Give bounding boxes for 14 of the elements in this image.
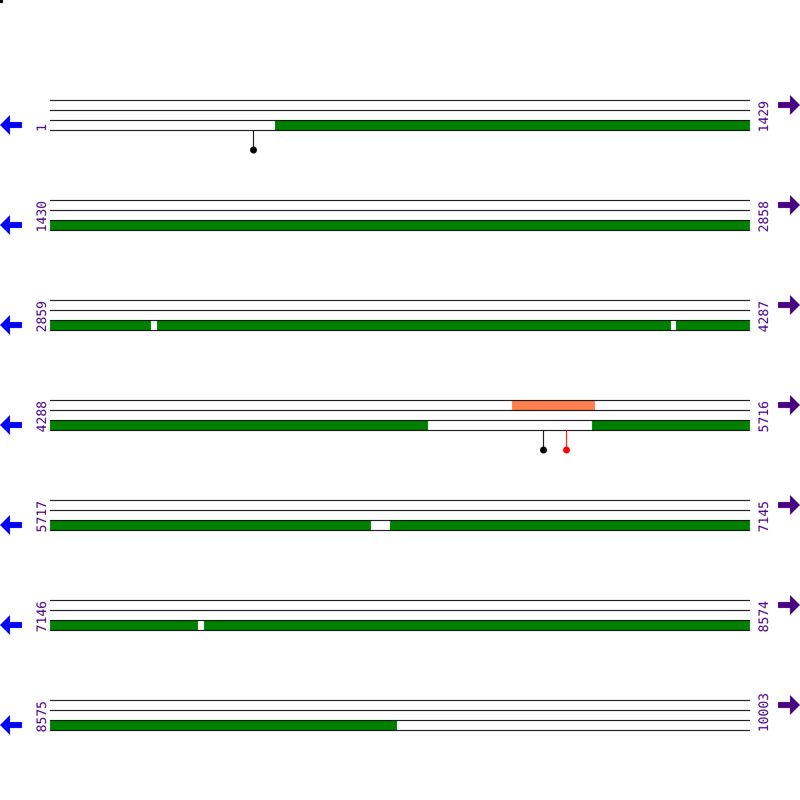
position-number: 1430 <box>36 200 49 232</box>
position-number: 7146 <box>36 600 49 632</box>
position-number: 1429 <box>758 100 771 132</box>
position-number: 8575 <box>36 700 49 732</box>
position-number: 5717 <box>36 500 49 532</box>
position-number: 2859 <box>36 300 49 332</box>
position-number: 4287 <box>758 300 771 332</box>
position-number: 8574 <box>758 600 771 632</box>
position-number: 5716 <box>758 400 771 432</box>
position-number: 10003 <box>758 692 771 732</box>
position-number: 2858 <box>758 200 771 232</box>
position-number: 4288 <box>36 400 49 432</box>
position-number: 1 <box>36 124 49 132</box>
position-number: 7145 <box>758 500 771 532</box>
